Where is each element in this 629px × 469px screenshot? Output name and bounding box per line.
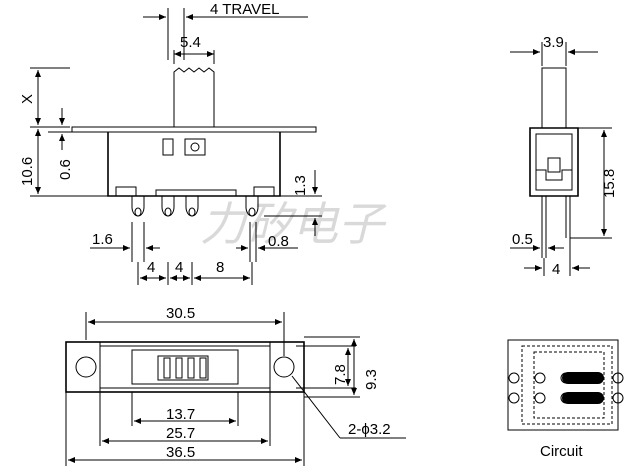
dim-side-pin-thickness: 0.5 <box>512 231 533 248</box>
dim-side-pin-pitch: 4 <box>552 261 560 278</box>
dim-plate-top: 30.5 <box>166 305 195 322</box>
dim-pitch-2: 4 <box>175 259 183 276</box>
dim-pin-pitch-left: 1.6 <box>92 231 113 248</box>
dim-hole-inner: 7.8 <box>332 364 349 385</box>
side-view: 3.9 15.8 0.5 4 <box>510 34 618 278</box>
circuit-label: Circuit <box>540 443 583 460</box>
watermark-text: 力矽电子 <box>200 197 387 251</box>
dim-hole-dia: 2-ϕ3.2 <box>348 421 391 438</box>
dim-hole-spacing-1: 13.7 <box>166 406 195 423</box>
dim-knob-height: X <box>19 94 36 104</box>
dim-pin-length: 1.3 <box>292 175 309 196</box>
dim-travel: 4 TRAVEL <box>210 1 279 18</box>
circuit-diagram: Circuit <box>507 339 624 460</box>
dim-knob-width: 5.4 <box>180 34 201 51</box>
dim-plate-height: 9.3 <box>363 369 380 390</box>
dim-side-width: 3.9 <box>543 34 564 51</box>
dim-pitch-3: 8 <box>216 259 224 276</box>
dim-plate-total: 36.5 <box>166 444 195 461</box>
top-view: 30.5 7.8 9.3 2-ϕ3.2 13.7 25.7 36.5 <box>65 305 406 466</box>
dim-plate-thickness: 0.6 <box>57 159 74 180</box>
front-pins <box>131 196 259 217</box>
dim-pin-width: 0.8 <box>268 233 289 250</box>
dim-side-height: 15.8 <box>601 169 618 198</box>
front-view: 4 TRAVEL 5.4 X 10.6 0.6 1.3 1.6 <box>19 1 322 285</box>
dim-pitch-1: 4 <box>147 259 155 276</box>
dim-body-height: 10.6 <box>19 157 36 186</box>
dim-hole-spacing-2: 25.7 <box>166 425 195 442</box>
